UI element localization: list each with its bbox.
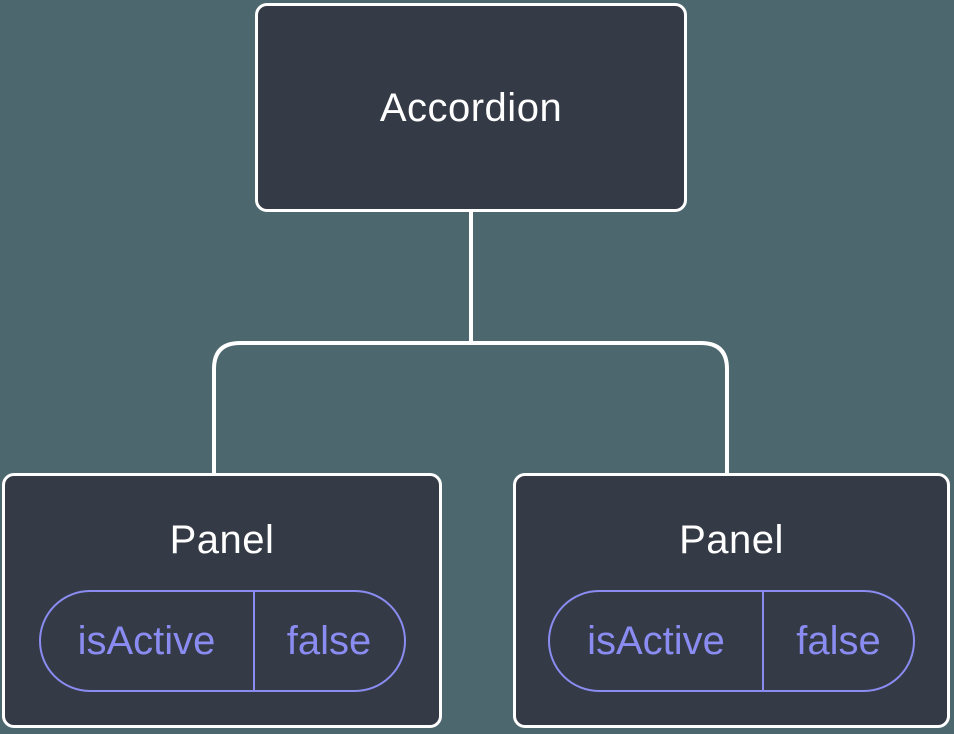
accordion-node-label: Accordion <box>379 85 563 130</box>
tree-node-panel-right: Panel isActive false <box>513 473 950 728</box>
panel-node-label: Panel <box>169 518 275 562</box>
prop-value: false <box>286 618 372 663</box>
state-prop-pill: isActive false <box>548 590 915 692</box>
prop-name: isActive <box>550 592 764 690</box>
tree-node-accordion: Accordion <box>255 3 687 212</box>
connector-branch <box>212 341 729 473</box>
panel-node-label: Panel <box>679 518 784 562</box>
prop-name: isActive <box>41 592 255 690</box>
state-prop-pill: isActive false <box>38 590 406 692</box>
tree-node-panel-left: Panel isActive false <box>2 473 442 728</box>
prop-value: false <box>796 618 881 663</box>
